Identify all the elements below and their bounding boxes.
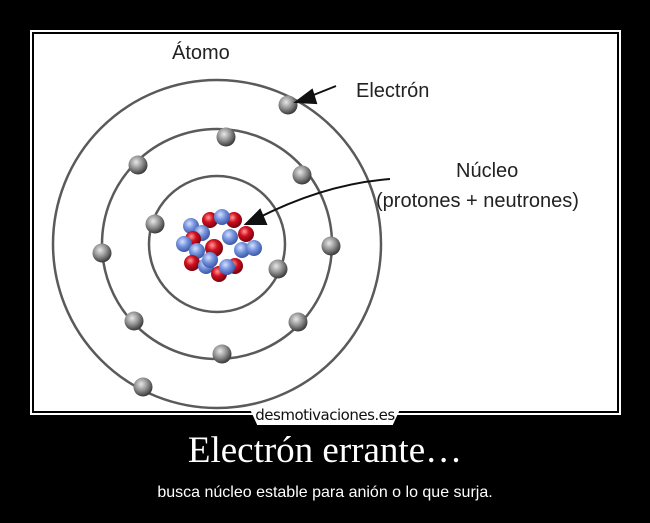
inner-orbit xyxy=(147,174,287,314)
electron-middle-6 xyxy=(124,311,144,331)
electron-middle-5 xyxy=(321,236,341,256)
nucleus-label: Núcleo xyxy=(456,160,519,182)
nucleus xyxy=(176,209,262,282)
electron-label: Electrón xyxy=(356,80,430,102)
electron-middle-8 xyxy=(212,344,232,364)
atom-illustration xyxy=(51,78,391,410)
watermark-tab xyxy=(248,405,402,425)
atom-diagram: Átomo Electrón Núcleo (protones + neutro… xyxy=(34,34,617,411)
poster-title: Electrón errante… xyxy=(187,430,463,471)
nucleus-detail-label: (protones + neutrones) xyxy=(376,190,579,212)
electron-middle-3 xyxy=(292,165,312,185)
electron-inner-1 xyxy=(145,214,165,234)
nucleus-arrow-line xyxy=(255,178,391,220)
nucleus-arrow-head xyxy=(243,208,268,225)
electron-middle-4 xyxy=(92,243,112,263)
label-arrows xyxy=(243,85,391,225)
poster-subtitle: busca núcleo estable para anión o lo que… xyxy=(157,484,493,501)
atom-heading: Átomo xyxy=(172,42,230,64)
electron-middle-2 xyxy=(128,155,148,175)
electron-middle-1 xyxy=(216,127,236,147)
outer-orbit xyxy=(51,78,383,410)
electron-outer-1 xyxy=(278,95,298,115)
electron-arrow-head xyxy=(293,88,318,105)
electron-middle-7 xyxy=(288,312,308,332)
electron-outer-2 xyxy=(133,377,153,397)
electron-inner-2 xyxy=(268,259,288,279)
electrons xyxy=(92,95,341,397)
watermark-text: desmotivaciones.es xyxy=(255,406,395,424)
